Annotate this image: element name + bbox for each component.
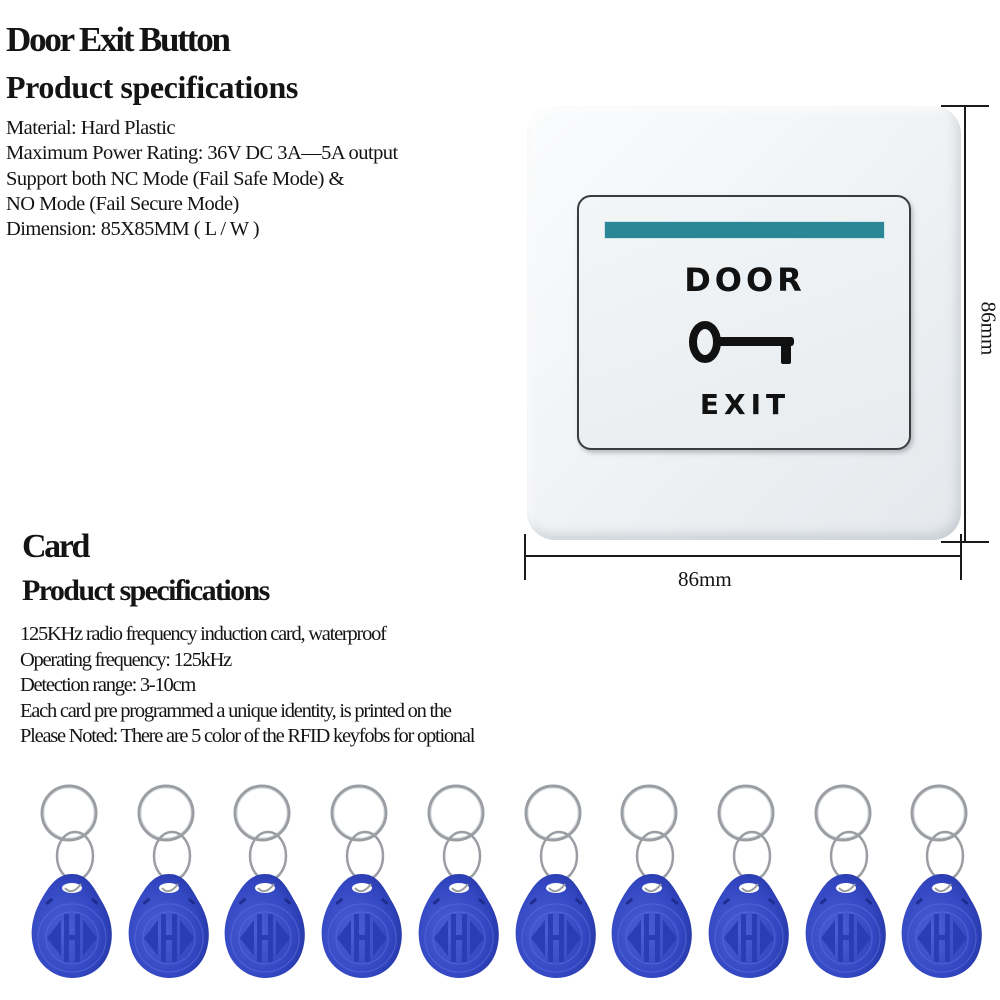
width-dimension-right-tick	[960, 534, 962, 580]
rfid-keyfob-icon	[225, 784, 306, 978]
card-title: Card	[22, 528, 90, 565]
spec-material: Material: Hard Plastic	[6, 117, 175, 139]
exit-label: EXIT	[699, 388, 791, 421]
card-specs-heading: Product specifications	[22, 574, 270, 607]
spec-frequency-type: 125KHz radio frequency induction card, w…	[20, 623, 387, 645]
rfid-keyfob-icon	[708, 784, 789, 978]
door-label: DOOR	[684, 261, 806, 299]
card-spec-list: 125KHz radio frequency induction card, w…	[20, 622, 475, 750]
indicator-strip	[605, 222, 884, 238]
height-dimension-line	[964, 106, 966, 543]
spec-dimension: Dimension: 85X85MM ( L / W )	[6, 218, 260, 241]
height-dimension-bottom-tick	[941, 541, 989, 543]
rfid-keyfob-icon	[321, 784, 402, 978]
width-dimension-line	[525, 555, 961, 557]
door-exit-button-specs-heading: Product specifications	[6, 69, 298, 105]
rfid-keyfob-icon	[901, 784, 983, 978]
spec-mode-nc: Support both NC Mode (Fail Safe Mode) &	[6, 167, 344, 190]
rfid-keyfob-icon	[418, 784, 499, 978]
spec-color-note: Please Noted: There are 5 color of the R…	[20, 725, 475, 747]
door-exit-button-title: Door Exit Button	[6, 20, 231, 59]
spec-mode-no: NO Mode (Fail Secure Mode)	[6, 192, 239, 215]
door-exit-button-spec-list: Material: Hard Plastic Maximum Power Rat…	[6, 116, 398, 242]
rfid-keyfob-icon	[611, 784, 693, 978]
spec-detection-range: Detection range: 3-10cm	[20, 674, 196, 696]
key-icon	[689, 321, 794, 364]
rfid-keyfob-icon	[805, 784, 886, 978]
width-dimension-label: 86mm	[678, 567, 732, 591]
height-dimension-label: 86mm	[976, 301, 1000, 356]
rfid-keyfob-icon	[31, 784, 112, 978]
spec-operating-frequency: Operating frequency: 125kHz	[20, 648, 232, 671]
spec-unique-identity: Each card pre programmed a unique identi…	[20, 699, 452, 722]
width-dimension-left-tick	[524, 534, 526, 580]
rfid-keyfob-icon	[128, 784, 209, 978]
spec-power-rating: Maximum Power Rating: 36V DC 3A—5A outpu…	[6, 142, 398, 165]
rfid-keyfob-icon	[515, 784, 596, 978]
